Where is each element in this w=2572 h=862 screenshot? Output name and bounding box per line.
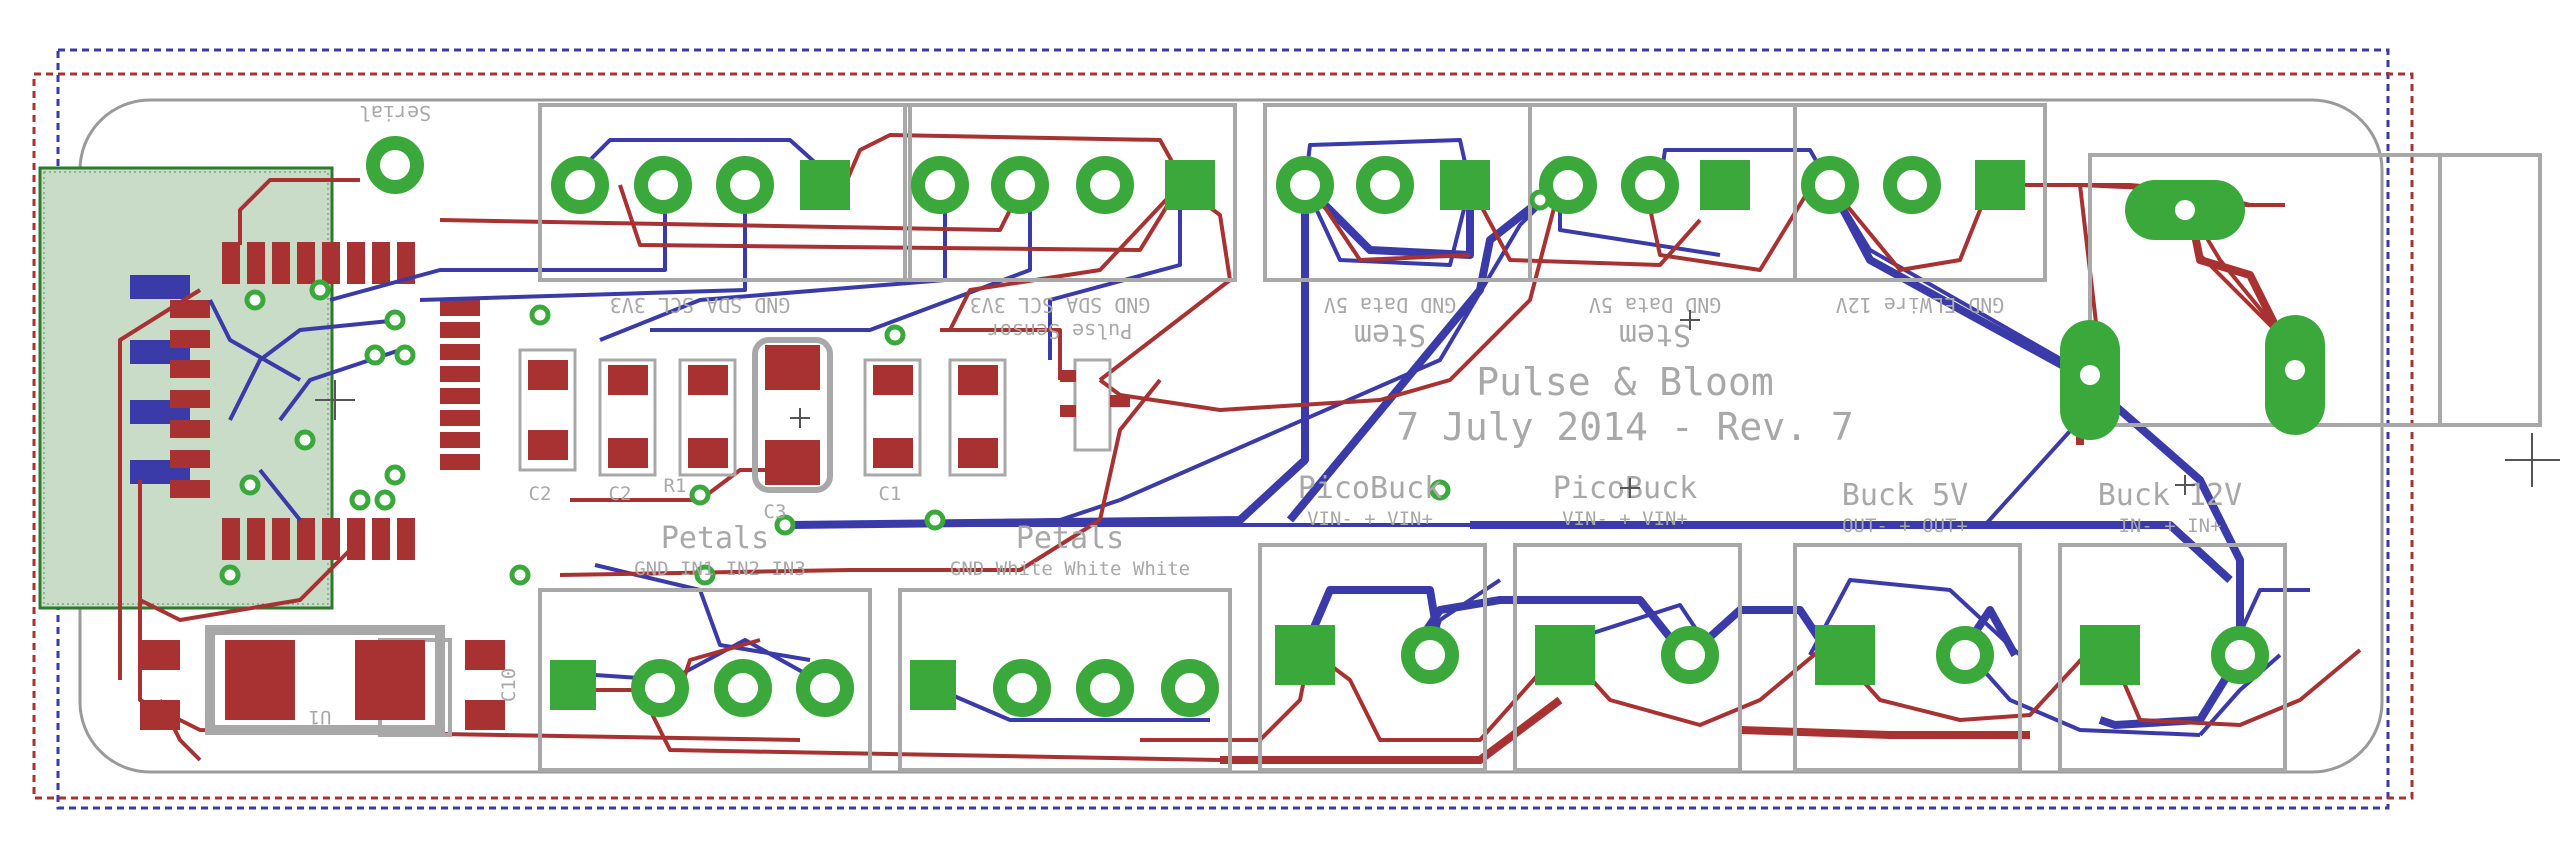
petals2-pins: GND White White White <box>950 558 1190 580</box>
buck5v-pins: OUT- + OUT+ <box>1842 515 1968 537</box>
picobuck1-pins: VIN- + VIN+ <box>1307 508 1433 530</box>
part-c3-label: C3 <box>764 501 787 523</box>
vias <box>219 189 1551 586</box>
stem2-label: Stem <box>1619 317 1691 352</box>
petals1-pins: GND IN1 IN2 IN3 <box>634 558 806 580</box>
mcu-side-pads <box>130 275 210 498</box>
petals2-label: Petals <box>1016 521 1124 556</box>
serial-label: Serial <box>359 101 431 125</box>
origin-crosshairs <box>315 310 2560 498</box>
buck5v-label: Buck 5V <box>1842 478 1968 513</box>
part-c2-label: C2 <box>529 483 552 505</box>
buck12v-pins: IN- + IN+ <box>2119 515 2222 537</box>
keepout-frame-red <box>32 72 2414 800</box>
level-shifter-ic <box>440 300 480 470</box>
connector1-pins: GND SDA SCL 3V3 <box>610 293 791 317</box>
mcu-module-hatch <box>43 171 329 605</box>
picobuck1-label: PicoBuck <box>1298 471 1443 506</box>
power-jack-pads <box>2060 180 2325 440</box>
part-c10-label: C10 <box>498 668 520 702</box>
petals1-label: Petals <box>661 521 769 556</box>
part-c2b-label: C2 <box>609 483 632 505</box>
stem1-label: Stem <box>1354 317 1426 352</box>
part-c1-label: C1 <box>879 483 902 505</box>
tht-pads <box>366 136 2269 717</box>
board-revision: 7 July 2014 - Rev. 7 <box>1396 405 1854 449</box>
mcu-header-bottom <box>222 518 415 560</box>
stem2-pins: GND Data 5V <box>1589 293 1721 317</box>
connector-outlines <box>378 103 2542 772</box>
board-title: Pulse & Bloom <box>1476 360 1773 404</box>
mcu-header-top <box>222 242 415 284</box>
buck12v-label: Buck 12V <box>2098 478 2243 513</box>
picobuck2-pins: VIN- + VIN+ <box>1562 508 1688 530</box>
smd-components <box>140 337 1130 735</box>
power-jack-holes <box>2080 200 2305 385</box>
el-wire-pins: GND ELWire 12V <box>1836 293 2005 317</box>
part-r1-label: R1 <box>664 475 687 497</box>
pulse-sensor-label: Pulse Sensor <box>988 319 1133 343</box>
connector2-pins: GND SDA SCL 3V3 <box>970 293 1151 317</box>
square-pads <box>550 160 2140 710</box>
part-u1-label: U1 <box>309 706 332 728</box>
stem1-pins: GND Data 5V <box>1324 293 1456 317</box>
